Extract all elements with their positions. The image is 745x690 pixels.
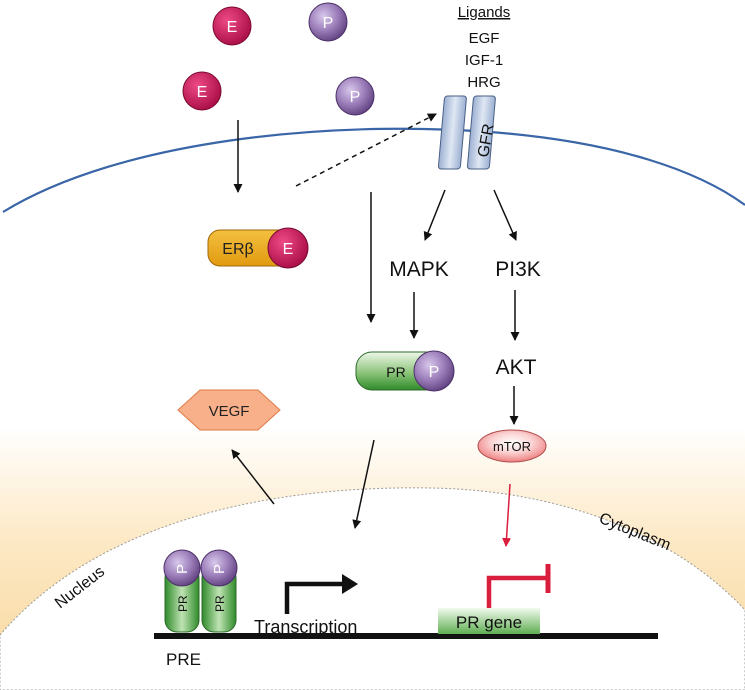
ligand-igf1: IGF-1	[465, 52, 503, 69]
er-beta-complex: ERβ E	[207, 227, 309, 269]
estrogen-label: E	[227, 19, 238, 36]
arrow-mtor-to-gene	[502, 483, 512, 547]
estrogen-label: E	[283, 241, 294, 258]
estrogen-label: E	[197, 84, 208, 101]
pr-label: PR	[213, 595, 227, 612]
pr-gene-label: PR gene	[456, 613, 522, 632]
progesterone-label: P	[429, 364, 440, 381]
arrow-pr-to-nucleus	[352, 439, 375, 529]
mtor-label: mTOR	[493, 439, 531, 454]
estrogen-molecule: E	[212, 6, 252, 46]
pi3k-label: PI3K	[495, 258, 541, 281]
gfr-receptor: GFR	[437, 95, 498, 170]
vegf-label: VEGF	[209, 403, 250, 420]
gfr-label: GFR	[475, 122, 498, 158]
arrow-gfr-to-mapk	[423, 189, 446, 241]
pr-label: PR	[386, 364, 405, 380]
pr-label: PR	[176, 595, 190, 612]
arrow-to-vegf	[231, 449, 275, 505]
pre-label: PRE	[166, 650, 201, 669]
transcription-arrow	[284, 581, 346, 614]
progesterone-label: P	[350, 89, 361, 106]
ligand-hrg: HRG	[467, 74, 500, 91]
mapk-label: MAPK	[389, 258, 449, 281]
mtor-node: mTOR	[477, 429, 547, 463]
progesterone-label: P	[323, 15, 334, 32]
ligand-egf: EGF	[469, 30, 500, 47]
arrow-gfr-to-pi3k	[493, 189, 517, 241]
inhibition-symbol	[486, 575, 546, 608]
transcription-label: Transcription	[254, 617, 357, 637]
progesterone-molecule: P	[335, 76, 375, 116]
nucleus-envelope	[0, 487, 745, 690]
pr-gene: PR gene	[438, 608, 540, 634]
ligands-header: Ligands	[458, 4, 511, 21]
progesterone-label: P	[174, 564, 191, 574]
akt-label: AKT	[496, 356, 537, 379]
progesterone-label: P	[211, 564, 228, 574]
vegf-node: VEGF	[177, 389, 281, 431]
pr-dimer: PR PR P P	[163, 549, 238, 633]
estrogen-molecule: E	[182, 71, 222, 111]
er-beta-label: ERβ	[222, 241, 253, 258]
progesterone-molecule: P	[308, 2, 348, 42]
pr-complex: PR P	[355, 350, 455, 392]
transcription-arrowhead	[342, 574, 358, 594]
